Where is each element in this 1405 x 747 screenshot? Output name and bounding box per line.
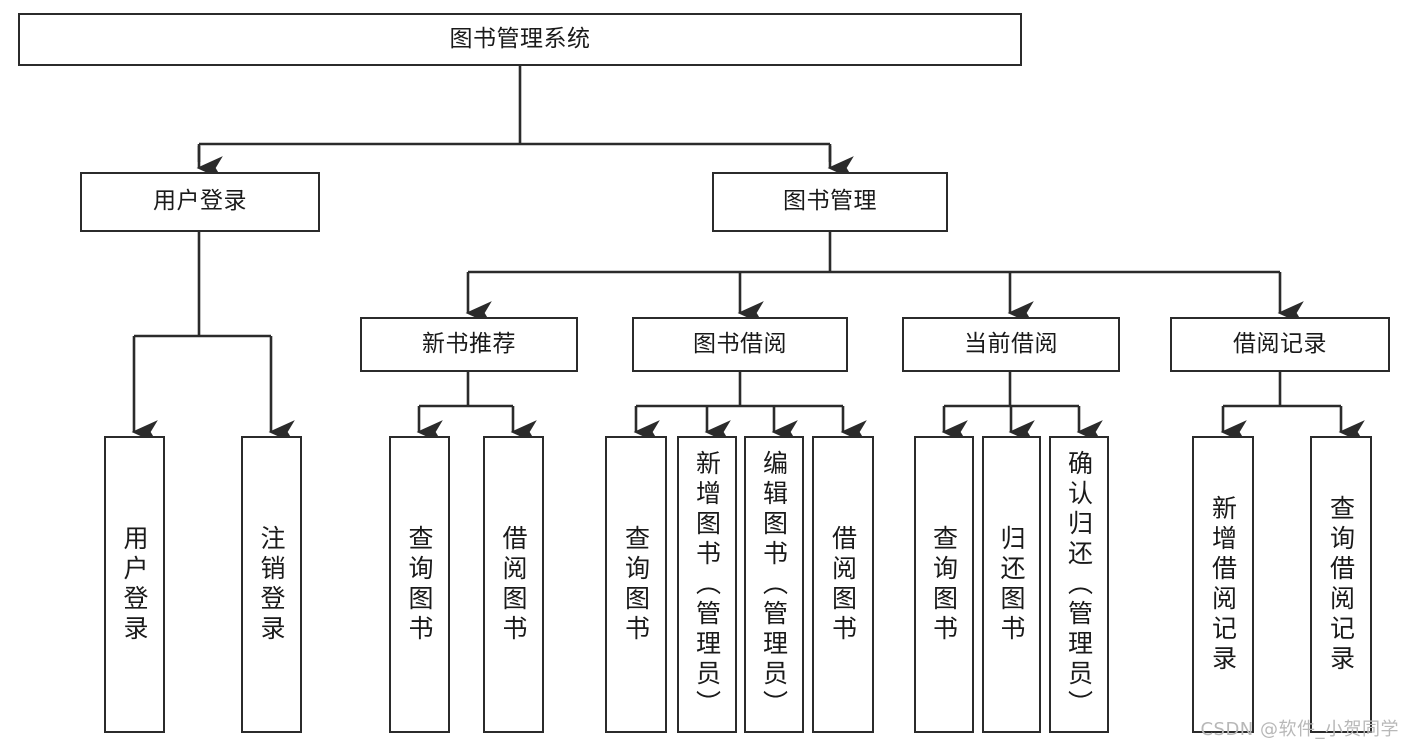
csdn-watermark: CSDN @软件_小贺同学 (1200, 719, 1399, 740)
node-book-management[interactable]: 图书管理 (712, 172, 948, 232)
leaf-query-books-borrow[interactable]: 查询图书 (605, 436, 667, 733)
leaf-add-book-admin[interactable]: 新增图书（管理员） (677, 436, 737, 733)
leaf-borrow-books[interactable]: 借阅图书 (812, 436, 874, 733)
node-book-borrow[interactable]: 图书借阅 (632, 317, 848, 372)
leaf-confirm-return-admin[interactable]: 确认归还（管理员） (1049, 436, 1109, 733)
node-label: 图书借阅 (693, 330, 787, 357)
node-label: 归还图书 (997, 524, 1026, 645)
leaf-edit-book-admin[interactable]: 编辑图书（管理员） (744, 436, 804, 733)
node-new-book-recommendation[interactable]: 新书推荐 (360, 317, 578, 372)
node-label: 用户登录 (153, 188, 247, 215)
node-label: 图书管理系统 (449, 25, 591, 52)
leaf-add-borrow-record[interactable]: 新增借阅记录 (1192, 436, 1254, 733)
node-label: 查询借阅记录 (1326, 494, 1356, 675)
node-label: 编辑图书（管理员） (759, 449, 789, 720)
node-user-login[interactable]: 用户登录 (80, 172, 320, 232)
node-label: 确认归还（管理员） (1064, 449, 1094, 720)
node-label: 图书管理 (783, 188, 877, 215)
leaf-query-books-recommend[interactable]: 查询图书 (389, 436, 450, 733)
node-label: 查询图书 (929, 524, 959, 645)
node-label: 借阅图书 (499, 524, 528, 645)
node-label: 注销登录 (257, 524, 286, 645)
leaf-logout[interactable]: 注销登录 (241, 436, 302, 733)
node-label: 借阅图书 (828, 524, 858, 645)
node-label: 当前借阅 (964, 330, 1058, 357)
node-label: 查询图书 (621, 524, 651, 645)
node-label: 借阅记录 (1233, 330, 1327, 357)
leaf-return-books[interactable]: 归还图书 (982, 436, 1041, 733)
leaf-query-books-current[interactable]: 查询图书 (914, 436, 974, 733)
node-label: 新增图书（管理员） (692, 449, 722, 720)
node-root-book-management-system[interactable]: 图书管理系统 (18, 13, 1022, 66)
leaf-user-login[interactable]: 用户登录 (104, 436, 165, 733)
node-label: 查询图书 (405, 524, 434, 645)
node-label: 新书推荐 (422, 330, 516, 357)
node-current-borrow[interactable]: 当前借阅 (902, 317, 1120, 372)
node-label: 用户登录 (120, 524, 149, 645)
leaf-query-borrow-record[interactable]: 查询借阅记录 (1310, 436, 1372, 733)
leaf-borrow-books-recommend[interactable]: 借阅图书 (483, 436, 544, 733)
node-borrow-record[interactable]: 借阅记录 (1170, 317, 1390, 372)
node-label: 新增借阅记录 (1208, 494, 1238, 675)
